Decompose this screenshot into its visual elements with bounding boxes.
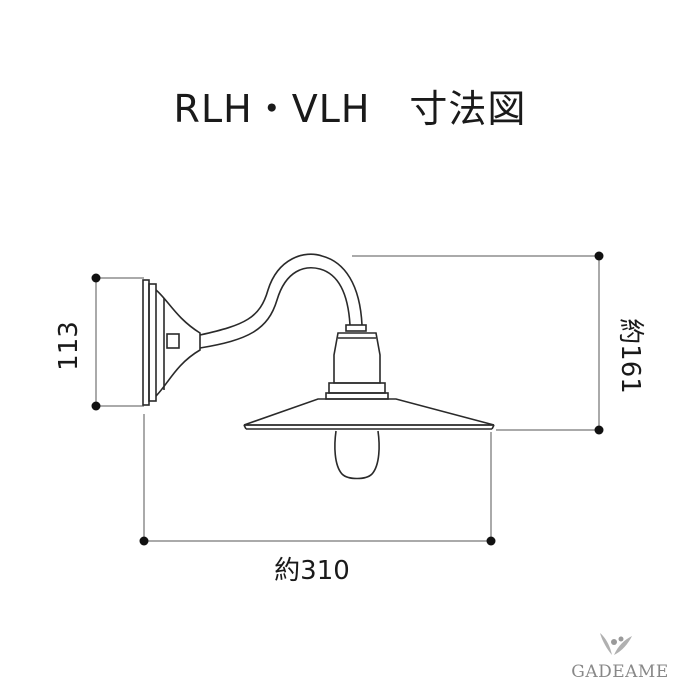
brand-logo-text: GADEAME [571, 662, 669, 682]
lamp-shade [243, 398, 495, 430]
wall-plate [142, 279, 201, 406]
lamp-socket [325, 324, 389, 400]
width-label: 約310 [274, 556, 350, 586]
leaf-sprout-icon [600, 633, 632, 655]
dimension-dot [594, 425, 604, 435]
page-title: RLH・VLH 寸法図 [173, 87, 527, 131]
dimension-dot [486, 536, 496, 546]
dimension-dot [91, 401, 101, 411]
lamp-arm [199, 253, 363, 349]
dimension-dot [139, 536, 149, 546]
total-height-label: 約161 [615, 318, 645, 394]
bracket-height-label: 113 [54, 321, 84, 371]
dimension-dots [91, 251, 604, 546]
dimension-dot [91, 273, 101, 283]
dimension-dot [594, 251, 604, 261]
light-bulb [334, 430, 380, 480]
dimension-lines [95, 255, 600, 542]
